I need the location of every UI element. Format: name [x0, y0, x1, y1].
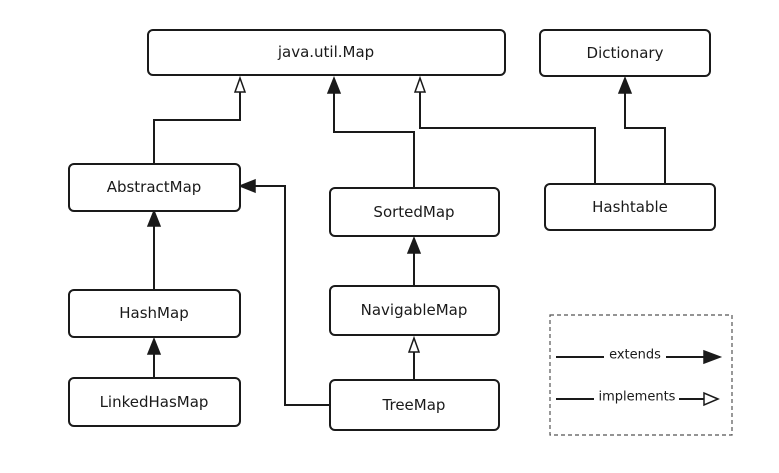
filled-arrowhead [146, 208, 162, 227]
legend-box [549, 314, 733, 436]
edge-hashtable-to-map [419, 92, 596, 184]
legend-extends-label: extends [609, 348, 661, 363]
hollow-arrowhead [233, 75, 247, 93]
node-hashmap: HashMap [68, 289, 241, 338]
edge-abstractmap-to-map [153, 92, 241, 164]
node-label: AbstractMap [107, 178, 202, 196]
node-label: LinkedHasMap [100, 393, 209, 411]
node-label: HashMap [119, 304, 188, 322]
node-java-util-map: java.util.Map [147, 29, 506, 76]
node-sortedmap: SortedMap [329, 187, 500, 237]
legend-filled-arrowhead [703, 349, 723, 365]
node-label: java.util.Map [277, 43, 374, 61]
filled-arrowhead [146, 336, 162, 355]
filled-arrowhead [237, 178, 256, 194]
node-abstractmap: AbstractMap [68, 163, 241, 212]
filled-arrowhead [406, 235, 422, 254]
edge-hashtable-to-dictionary [624, 93, 666, 184]
legend-implements-label: implements [599, 390, 676, 405]
legend-hollow-arrowhead [703, 391, 720, 407]
node-label: Dictionary [587, 44, 664, 62]
node-navigablemap: NavigableMap [329, 285, 500, 336]
node-label: SortedMap [373, 203, 454, 221]
hollow-arrowhead [413, 75, 427, 93]
node-label: TreeMap [382, 396, 446, 414]
filled-arrowhead [326, 75, 342, 94]
node-dictionary: Dictionary [539, 29, 711, 77]
node-label: NavigableMap [361, 301, 468, 319]
filled-arrowhead [617, 75, 633, 94]
node-label: Hashtable [592, 198, 668, 216]
edge-sortedmap-to-map [333, 92, 415, 188]
edge-treemap-to-abstractmap [255, 185, 330, 406]
node-linkedhasmap: LinkedHasMap [68, 377, 241, 427]
hollow-arrowhead [407, 335, 421, 353]
node-hashtable: Hashtable [544, 183, 716, 231]
legend: extends implements [549, 314, 733, 436]
edges [146, 75, 666, 406]
node-treemap: TreeMap [329, 379, 500, 431]
